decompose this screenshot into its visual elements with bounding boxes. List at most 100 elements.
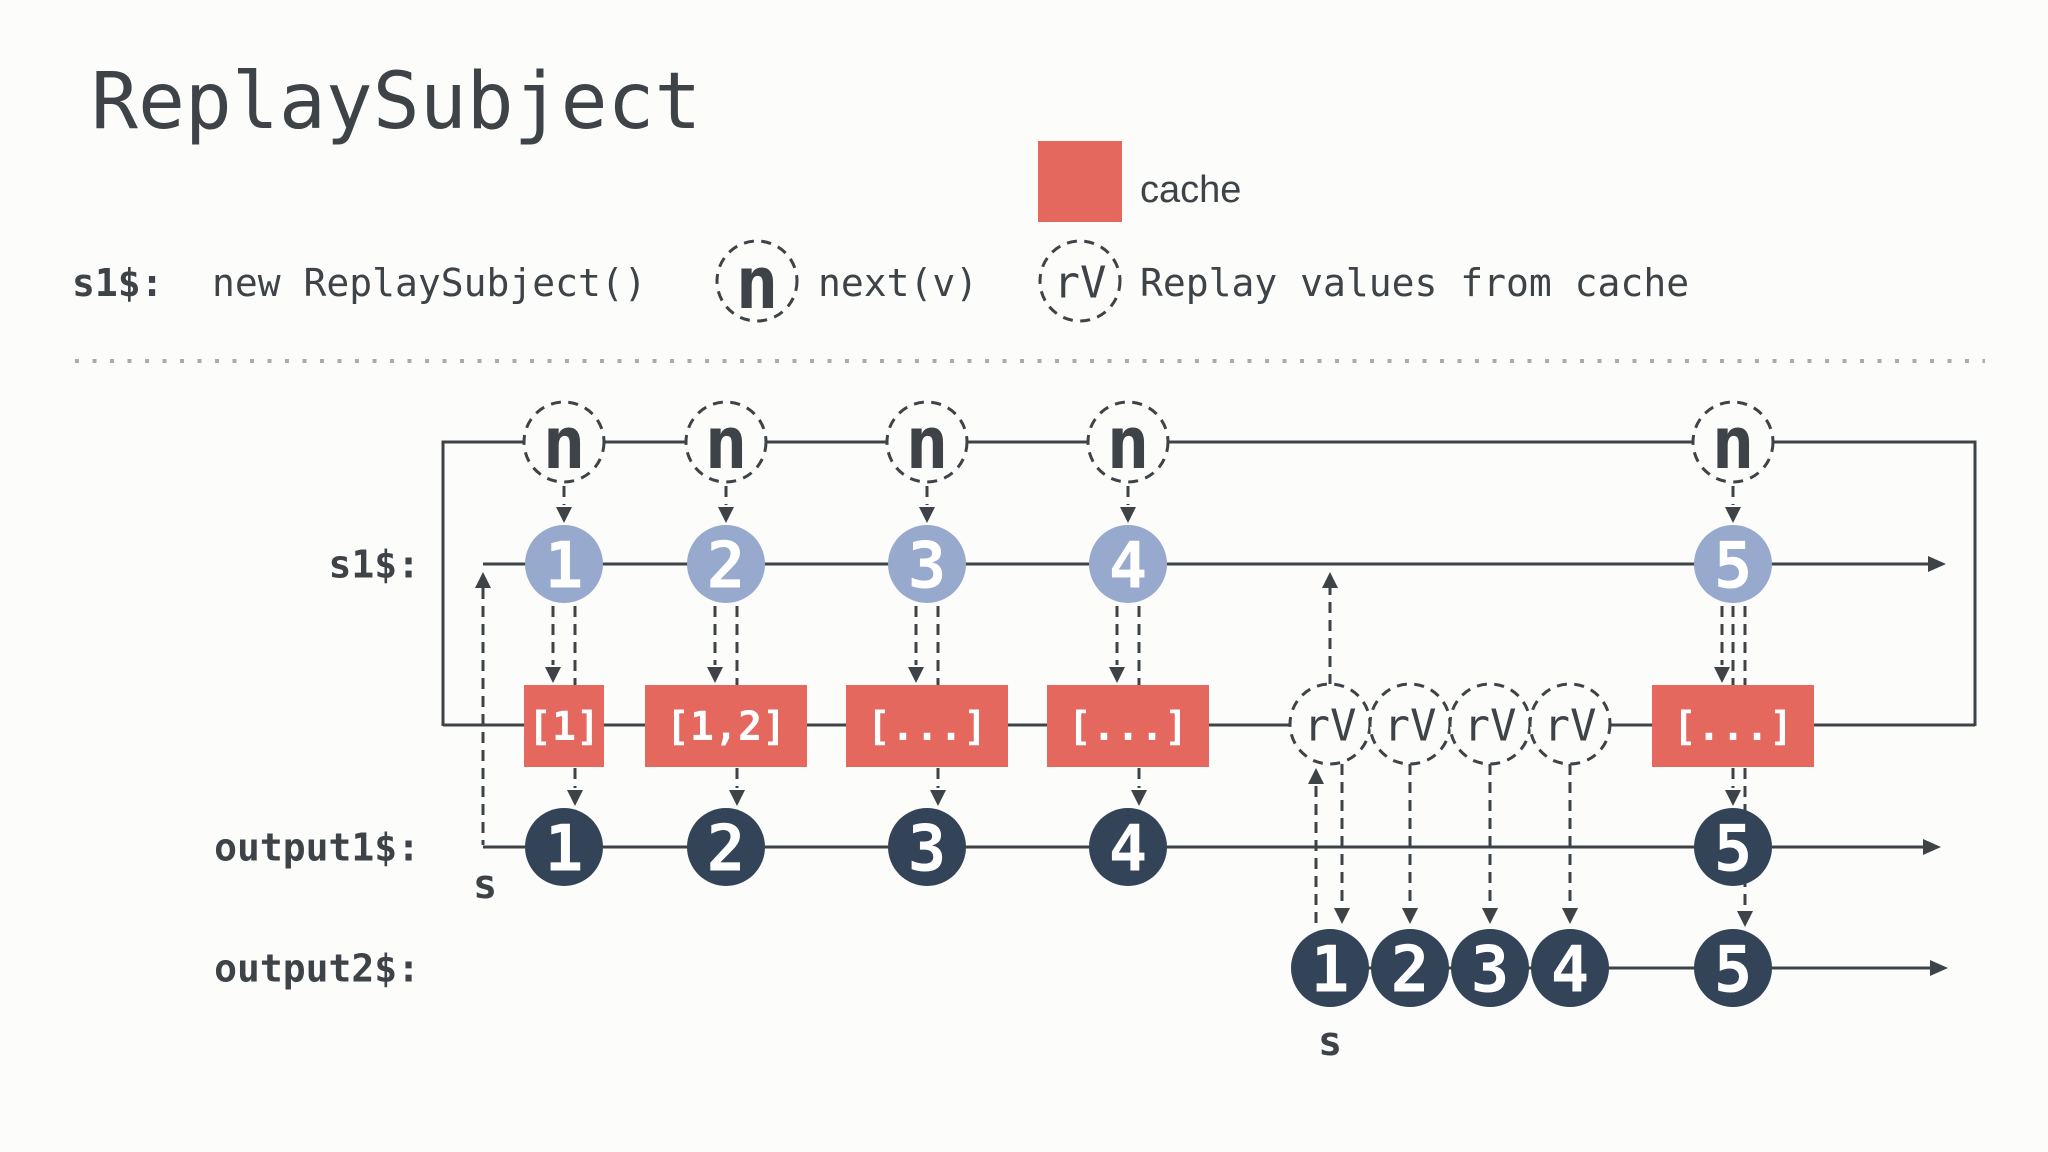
output2-subscribe-label: s [1318,1019,1342,1065]
output1-subscribe-label: s [473,862,497,908]
replay-legend-symbol: rV [1054,257,1107,308]
arrowhead [545,667,561,683]
row-label-output1: output1$: [214,825,420,869]
arrowhead [729,790,745,806]
cache-legend-swatch [1038,141,1122,222]
source-marble [687,525,765,603]
output1-timeline-arrowhead [1923,839,1941,855]
replay-circle [1528,682,1612,766]
output1-marble [687,808,765,886]
output2-marble-value: 2 [1391,933,1430,1007]
output2-timeline-arrowhead [1930,960,1948,976]
next-circle [1086,400,1170,484]
arrowhead [1402,908,1418,924]
output1-marble-value: 1 [545,812,584,886]
arrowhead [567,790,583,806]
source-marble-value: 3 [908,529,947,603]
output2-marble-value: 4 [1551,933,1590,1007]
next-symbol: n [542,401,585,485]
next-legend-label: next(v) [818,261,978,305]
arrowhead [1120,507,1136,523]
source-marble-value: 2 [707,529,746,603]
arrowhead [1334,908,1350,924]
arrowhead [1482,908,1498,924]
source-marble-value: 1 [545,529,584,603]
legend-stream-name: s1$: [72,261,164,305]
output1-marble-value: 3 [908,812,947,886]
output1-marble [1089,808,1167,886]
source-marble [888,525,966,603]
output2-marble [1694,929,1772,1007]
cache-box-value: [...] [1068,704,1188,750]
cache-box [524,685,604,767]
next-circle [1691,400,1775,484]
source-marble [1694,525,1772,603]
next-circle [684,400,768,484]
arrowhead [1714,667,1730,683]
output1-marble [888,808,966,886]
cache-box [1047,685,1209,767]
next-symbol: n [1711,401,1754,485]
cache-box-value: [...] [867,704,987,750]
replay-legend-circle [1038,239,1122,323]
next-symbol: n [1106,401,1149,485]
output2-marble [1531,929,1609,1007]
row-label-s1: s1$: [328,542,420,586]
next-symbol: n [905,401,948,485]
output2-marble [1291,929,1369,1007]
output2-marble-value: 3 [1471,933,1510,1007]
cache-box-value: [1] [528,704,600,750]
source-marble [1089,525,1167,603]
cache-box [1652,685,1814,767]
replay-symbol: rV [1544,700,1597,751]
cache-boxes-layer: [1] [1,2] [...] [...] [...] [524,685,1814,767]
arrowhead [1322,572,1338,588]
cache-box-value: [...] [1673,704,1793,750]
output2-marble-value: 5 [1714,933,1753,1007]
output1-marble-value: 4 [1109,812,1148,886]
arrowhead [930,790,946,806]
next-legend-symbol: n [735,241,778,325]
next-legend-circle [715,239,799,323]
output1-marble [1694,808,1772,886]
arrowhead [1131,790,1147,806]
output1-marble-value: 5 [1714,812,1753,886]
next-symbol: n [704,401,747,485]
arrowhead [1308,768,1324,784]
replay-symbol: rV [1384,700,1437,751]
legend-stream-desc: new ReplaySubject() [212,261,647,305]
row-label-output2: output2$: [214,946,420,990]
arrowhead [1562,908,1578,924]
output2-marble [1451,929,1529,1007]
output2-marble-value: 1 [1311,933,1350,1007]
arrowhead [556,507,572,523]
arrowhead [919,507,935,523]
arrowhead [475,572,491,588]
replay-symbol: rV [1464,700,1517,751]
arrowhead [1725,790,1741,806]
cache-legend-label: cache [1140,169,1241,211]
output2-marble [1371,929,1449,1007]
source-marble-value: 4 [1109,529,1148,603]
page-title: ReplaySubject [91,57,701,147]
arrowhead [1109,667,1125,683]
arrowhead [908,667,924,683]
cache-box-value: [1,2] [666,704,786,750]
arrowhead [707,667,723,683]
replay-symbol: rV [1304,700,1357,751]
next-circle [885,400,969,484]
source-marble-value: 5 [1714,529,1753,603]
arrowhead [1737,911,1753,927]
replay-legend-label: Replay values from cache [1140,261,1689,305]
next-circle [522,400,606,484]
output1-marble [525,808,603,886]
cache-box [645,685,807,767]
output1-marble-value: 2 [707,812,746,886]
cache-box [846,685,1008,767]
arrowhead [718,507,734,523]
s1-timeline-arrowhead [1928,556,1946,572]
source-marble [525,525,603,603]
